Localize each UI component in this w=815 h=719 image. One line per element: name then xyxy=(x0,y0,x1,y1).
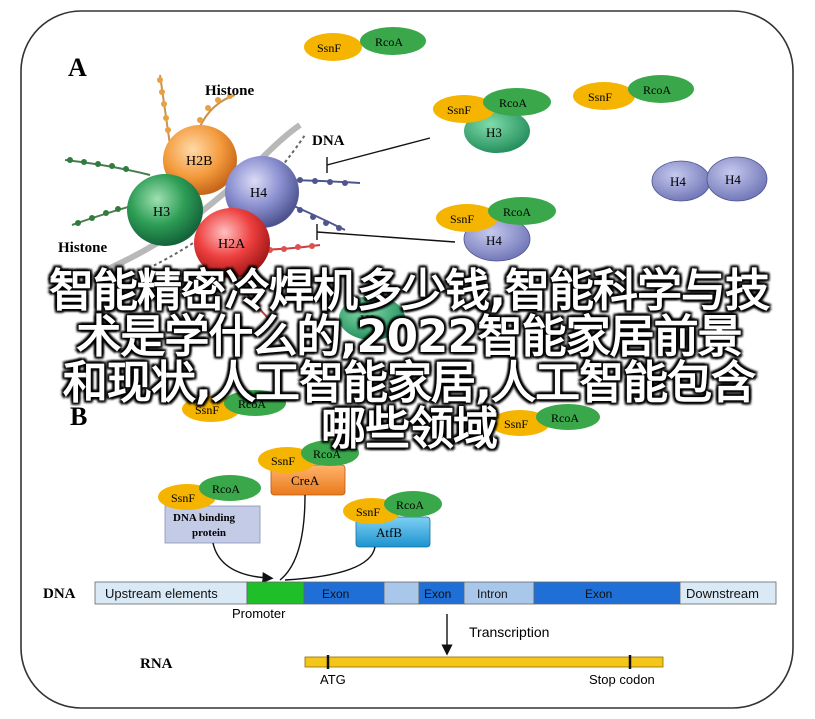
rcoa-label: RcoA xyxy=(212,482,240,496)
h3-complex-hidden: H3 xyxy=(339,296,405,340)
h4-left-label: H4 xyxy=(670,174,686,189)
h3-label: H3 xyxy=(153,205,170,220)
h4-label: H4 xyxy=(486,233,502,248)
ssnf-oval xyxy=(433,95,495,123)
ssnf-label: SsnF xyxy=(356,505,380,519)
rcoa-label: RcoA xyxy=(499,96,527,110)
exon1-label: Exon xyxy=(322,587,349,601)
panel-b-label: B xyxy=(70,402,87,431)
downstream-label: Downstream xyxy=(686,586,759,601)
gap-segment xyxy=(383,581,420,605)
exon2-label: Exon xyxy=(424,587,451,601)
dna-binding-line1: DNA binding xyxy=(173,512,236,524)
ssnf-rcoa-h4-complex: H4 SsnF RcoA xyxy=(436,197,556,262)
rcoa-oval xyxy=(199,475,261,501)
dna-strand-2 xyxy=(109,134,306,286)
inhibition-lines xyxy=(316,137,456,243)
upstream-label: Upstream elements xyxy=(105,586,218,601)
rcoa-oval xyxy=(360,27,426,55)
ssnf-oval xyxy=(304,33,362,61)
h4-label: H4 xyxy=(250,186,267,201)
intron-label: Intron xyxy=(477,587,508,601)
histone-top-label: Histone xyxy=(205,83,255,99)
ssnf-rcoa-complex-right-b: SsnF RcoA xyxy=(490,404,600,436)
downstream-segment xyxy=(679,581,777,605)
rcoa-label: RcoA xyxy=(396,498,424,512)
rcoa-label: RcoA xyxy=(313,447,341,461)
h2a-label: H2A xyxy=(218,237,246,252)
h2b-label: H2B xyxy=(186,154,212,169)
dna-binding-protein-box xyxy=(164,505,261,544)
rcoa-label: RcoA xyxy=(238,397,266,411)
rcoa-label: RcoA xyxy=(643,83,671,97)
rcoa-label: RcoA xyxy=(551,411,579,425)
exon3-label: Exon xyxy=(585,587,612,601)
transcription-label: Transcription xyxy=(469,624,549,640)
ssnf-label: SsnF xyxy=(171,491,195,505)
ssnf-label: SsnF xyxy=(447,103,471,117)
rcoa-label: RcoA xyxy=(503,205,531,219)
ssnf-label: SsnF xyxy=(504,417,528,431)
rna-label: RNA xyxy=(140,656,173,672)
rcoa-oval xyxy=(224,390,286,416)
ssnf-oval xyxy=(436,204,498,232)
h3-oval xyxy=(339,296,405,340)
ssnf-label: SsnF xyxy=(271,454,295,468)
h4-pair: H4 H4 xyxy=(651,156,768,202)
crea-complex: CreA SsnF RcoA xyxy=(258,440,359,496)
ssnf-label: SsnF xyxy=(195,403,219,417)
promoter-segment xyxy=(246,581,305,605)
h2a-sphere xyxy=(194,208,270,278)
rcoa-oval xyxy=(384,491,442,517)
rcoa-oval xyxy=(536,404,600,430)
rcoa-oval xyxy=(628,75,694,103)
overlay-line-2: 术是学什么的,2022智能家居前景 xyxy=(76,310,742,363)
ssnf-rcoa-complex-1: SsnF RcoA xyxy=(304,27,426,61)
h3-sphere xyxy=(127,174,203,246)
dna-label-bottom: DNA xyxy=(43,586,76,602)
rcoa-oval xyxy=(301,440,359,466)
ssnf-rcoa-complex-2: SsnF RcoA xyxy=(573,75,694,110)
ssnf-oval xyxy=(490,410,550,436)
h3-label: H3 xyxy=(360,312,376,327)
atfb-complex: AtfB SsnF RcoA xyxy=(343,491,442,548)
overlay-line-1: 智能精密冷焊机多少钱,智能科学与技 xyxy=(48,264,770,317)
overlay-title: 智能精密冷焊机多少钱,智能科学与技 术是学什么的,2022智能家居前景 和现状,… xyxy=(14,268,804,452)
h2b-sphere xyxy=(163,125,237,195)
gene-diagram: DNA Upstream elements Exon Exon Intron E… xyxy=(43,581,777,687)
ssnf-rcoa-complex-left-b: SsnF RcoA xyxy=(182,390,286,422)
promoter-connectors xyxy=(212,494,376,584)
atfb-label: AtfB xyxy=(376,525,402,540)
rcoa-oval xyxy=(483,88,551,116)
ssnf-label: SsnF xyxy=(317,41,341,55)
overlay-line-4: 哪些领域 xyxy=(320,402,498,455)
h4-oval-right xyxy=(706,156,768,202)
histone-left-label: Histone xyxy=(58,240,108,256)
dna-binding-line2: protein xyxy=(192,527,226,539)
overlay-line-3: 和现状,人工智能家居,人工智能包含 xyxy=(62,356,756,409)
h4-right-label: H4 xyxy=(725,172,741,187)
ssnf-label: SsnF xyxy=(588,90,612,104)
panel-a-label: A xyxy=(68,53,87,82)
nucleosome: H2B H4 H3 H2A Histone Histone DNA xyxy=(58,74,361,321)
ssnf-oval xyxy=(573,82,635,110)
dna-binding-protein-complex: DNA binding protein SsnF RcoA xyxy=(158,475,261,544)
tail-beads xyxy=(67,77,348,253)
ssnf-rcoa-h3-complex: H3 SsnF RcoA xyxy=(433,88,551,153)
stop-label: Stop codon xyxy=(589,672,655,687)
crea-label: CreA xyxy=(291,473,320,488)
rna-bar xyxy=(304,656,664,668)
dna-label-top: DNA xyxy=(312,133,345,149)
rcoa-oval xyxy=(488,197,556,225)
promoter-label: Promoter xyxy=(232,606,286,621)
rcoa-label: RcoA xyxy=(375,35,403,49)
atg-label: ATG xyxy=(320,672,346,687)
ssnf-label: SsnF xyxy=(450,212,474,226)
h3-label: H3 xyxy=(486,125,502,140)
dna-strand xyxy=(93,122,302,278)
